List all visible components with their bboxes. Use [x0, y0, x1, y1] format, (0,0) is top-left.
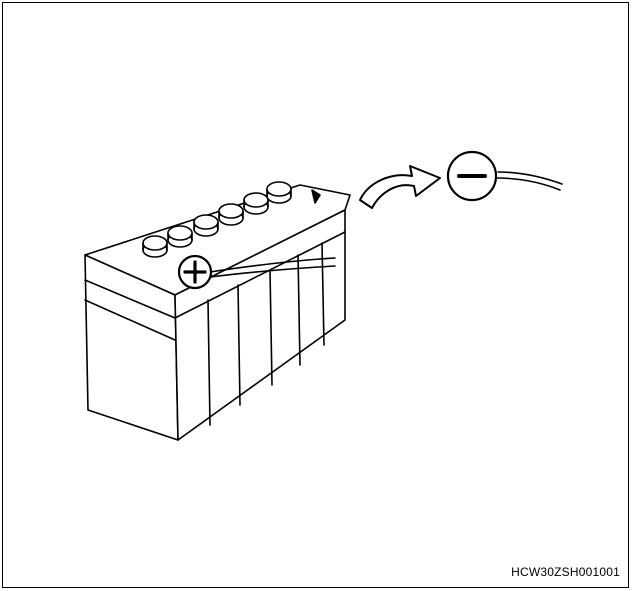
figure-reference-code: HCW30ZSH001001 [511, 565, 620, 579]
cell-cap [193, 214, 219, 237]
positive-cable [209, 257, 336, 278]
cell-cap [142, 235, 168, 258]
cell-cap [266, 181, 292, 204]
curved-arrow-icon [359, 165, 441, 209]
minus-circle-icon [446, 150, 498, 202]
battery-icon [84, 181, 351, 441]
cell-cap [243, 192, 269, 215]
negative-cable [495, 171, 563, 191]
cell-cap [218, 203, 244, 226]
plus-circle-icon [177, 254, 213, 290]
cell-cap [167, 225, 193, 248]
